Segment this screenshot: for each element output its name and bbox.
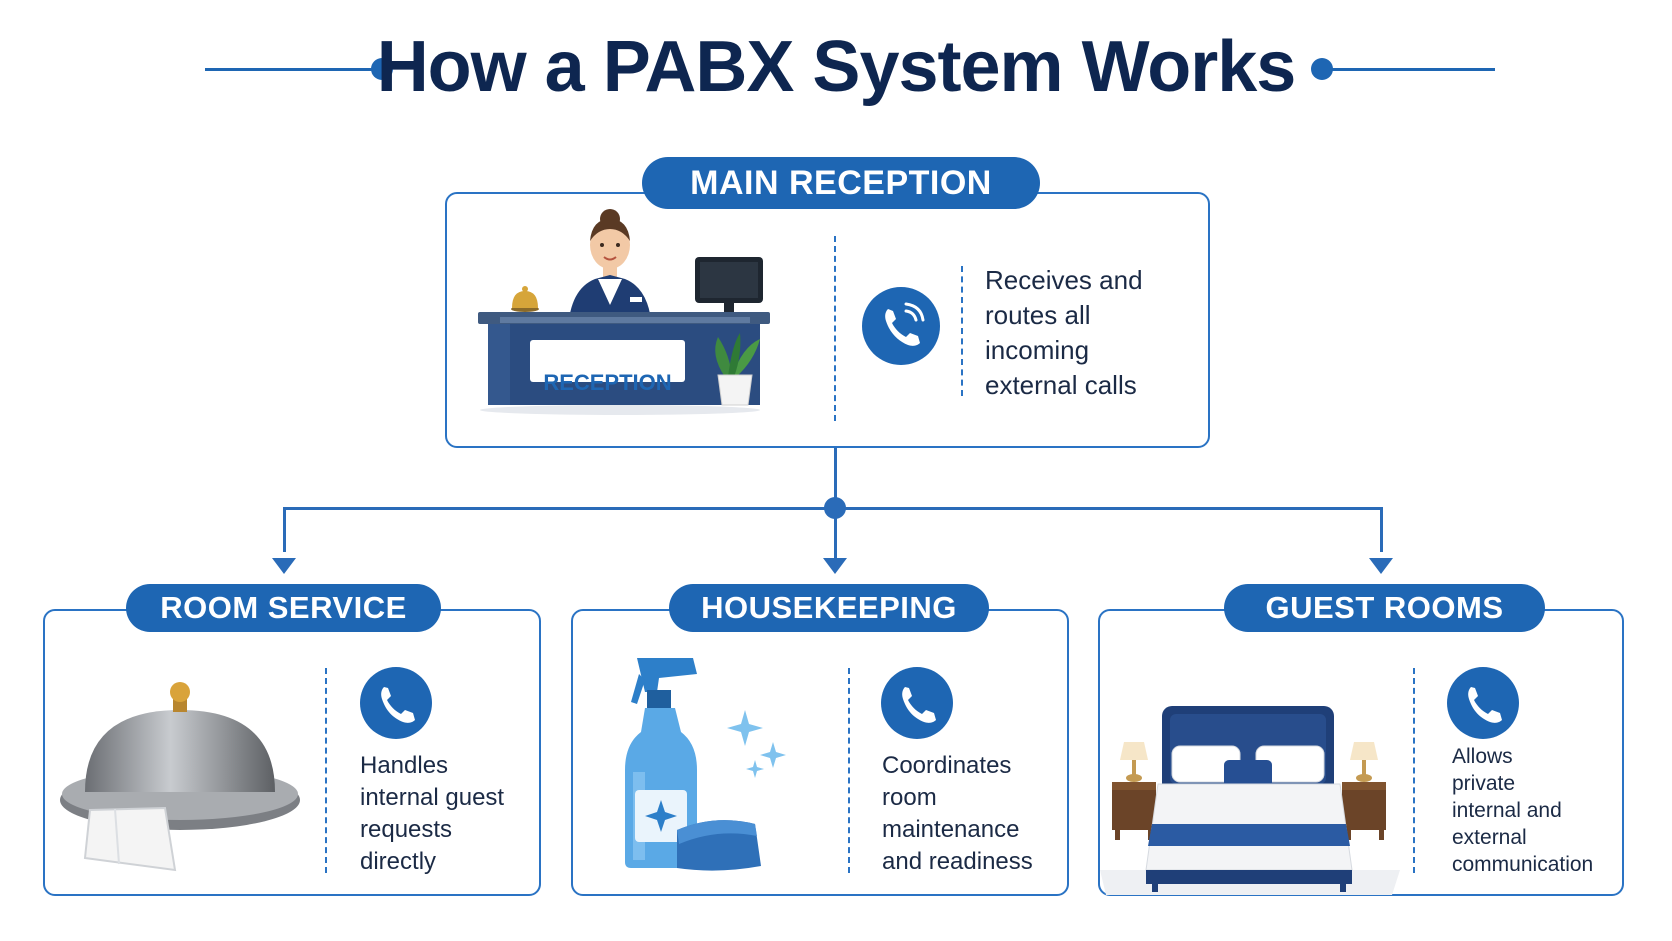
guest-rooms-label: GUEST ROOMS xyxy=(1224,584,1545,632)
title-line-right xyxy=(1330,68,1495,71)
housekeeping-label: HOUSEKEEPING xyxy=(669,584,989,632)
guest-rooms-description: Allows private internal and external com… xyxy=(1452,745,1594,876)
housekeeping-description: Coordinates room maintenance and readine… xyxy=(882,752,1033,875)
housekeeping-divider xyxy=(848,668,850,873)
serving-cloche-icon xyxy=(60,682,300,872)
arrow-housekeeping xyxy=(823,558,847,574)
reception-desk-illustration xyxy=(478,209,770,415)
main-divider xyxy=(834,236,836,421)
main-reception-label: MAIN RECEPTION xyxy=(642,157,1040,209)
service-bell xyxy=(511,286,539,312)
receptionist-figure xyxy=(568,209,652,330)
room-service-label: ROOM SERVICE xyxy=(126,584,441,632)
room-service-description: Handles internal guest requests directly xyxy=(360,752,505,875)
arrow-guest-rooms xyxy=(1369,558,1393,574)
phone-icon xyxy=(1447,667,1519,739)
connector-right xyxy=(1380,507,1383,552)
phone-icon xyxy=(881,667,953,739)
arrow-room-service xyxy=(272,558,296,574)
reception-sign-text: RECEPTION xyxy=(543,370,672,395)
title-dot-right xyxy=(1311,58,1333,80)
title-line-left xyxy=(205,68,375,71)
connector-left xyxy=(283,507,286,552)
potted-plant xyxy=(715,333,760,406)
room-service-divider xyxy=(325,668,327,873)
main-divider-2 xyxy=(961,266,963,396)
monitor xyxy=(695,257,763,320)
title-dot-left xyxy=(371,58,393,80)
phone-icon xyxy=(360,667,432,739)
spray-bottle-icon xyxy=(625,658,786,871)
main-description: Receives and routes all incoming externa… xyxy=(985,265,1143,400)
page-title: How a PABX System Works xyxy=(376,27,1297,107)
bed-icon xyxy=(1100,706,1400,895)
guest-rooms-divider xyxy=(1413,668,1415,873)
connector-bus xyxy=(283,507,1383,510)
phone-ringing-icon xyxy=(862,287,940,365)
